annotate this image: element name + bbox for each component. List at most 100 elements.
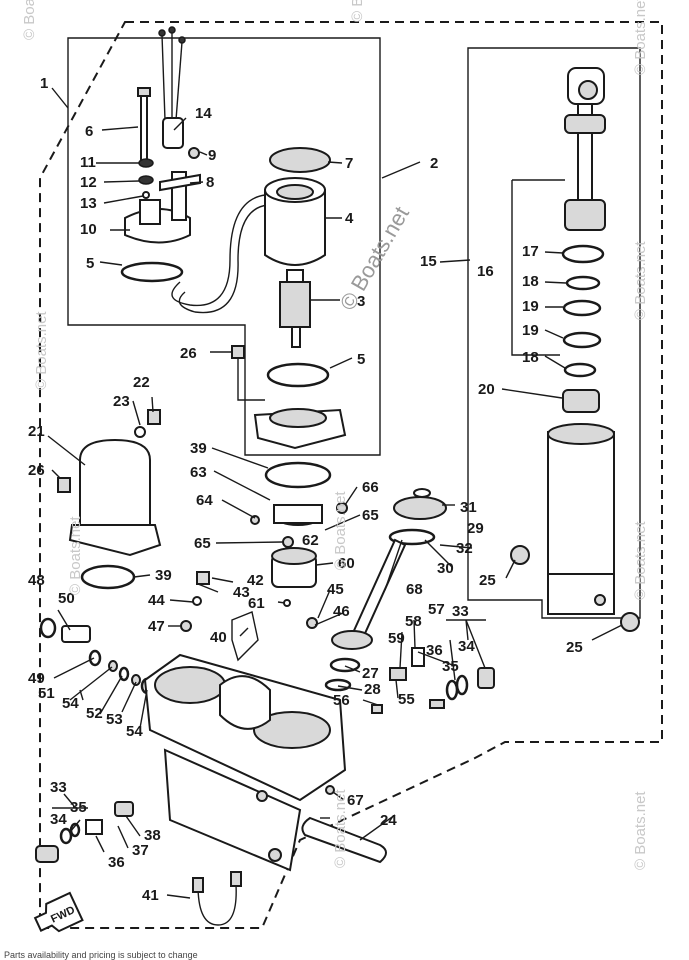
callout-39-left: 39 [155,567,172,584]
callout-20: 20 [478,381,495,398]
callout-16: 16 [477,263,494,280]
callout-40: 40 [210,629,227,646]
callout-41: 41 [142,887,159,904]
callout-4: 4 [345,210,354,227]
callout-54-left: 54 [62,695,79,712]
tilt-hose [192,871,242,926]
end-cap [269,147,331,173]
check-valve-holder [231,611,259,662]
watermark-copyright-4: © Boats.net [33,311,50,390]
o-ring-reservoir [80,564,136,590]
callout-22: 22 [133,374,150,391]
callout-23: 23 [113,393,130,410]
callout-27: 27 [362,665,379,682]
callout-63: 63 [190,464,207,481]
callout-13: 13 [80,195,97,212]
washers-small [138,158,154,199]
callout-numbers: 1 6 14 9 11 12 8 13 10 5 7 2 4 3 5 26 15… [28,75,583,904]
watermark-copyright-2: © Boats.net [349,0,366,22]
callout-31: 31 [460,499,477,516]
callout-50: 50 [58,590,75,607]
callout-2: 2 [430,155,438,172]
callout-19-b: 19 [522,322,539,339]
footer-note: Parts availability and pricing is subjec… [4,950,198,960]
callout-10: 10 [80,221,97,238]
manual-valve-shaft [324,538,407,692]
callout-64: 64 [196,492,213,509]
cylinder-group-outline [467,47,641,619]
callout-17: 17 [522,243,539,260]
callout-56: 56 [333,692,350,709]
callout-68: 68 [406,581,423,598]
pump-body [271,547,317,588]
callout-47: 47 [148,618,165,635]
left-valve-train [39,617,154,695]
callout-33-right: 33 [452,603,469,620]
callout-43: 43 [233,584,250,601]
callout-66: 66 [362,479,379,496]
callout-9: 9 [208,147,216,164]
callout-48: 48 [28,572,45,589]
callout-42: 42 [247,572,264,589]
motor-group-outline [67,37,381,456]
callout-1: 1 [40,75,48,92]
callout-5-upper: 5 [86,255,94,272]
o-ring-upper [120,261,184,283]
through-bolt [137,87,151,163]
cylinder-cap [562,389,600,413]
callout-65-right: 65 [362,507,379,524]
watermark-copyright-10: © Boats.net [632,791,649,870]
leader-lines [47,87,623,899]
callout-44: 44 [148,592,165,609]
tilt-rod [564,67,606,231]
callout-38: 38 [144,827,161,844]
lower-valve-train [35,801,134,863]
callout-53: 53 [106,711,123,728]
tilt-cylinder [547,423,615,615]
callout-24: 24 [380,812,397,829]
watermark-copyright-6: © Boats.net [332,491,349,570]
o-ring-lower [266,362,330,388]
callout-51: 51 [38,685,55,702]
callout-26-left: 26 [28,462,45,479]
callout-55: 55 [398,691,415,708]
watermark-copyright-9: © Boats.net [332,789,349,868]
callout-19-a: 19 [522,298,539,315]
callout-58: 58 [405,613,422,630]
callout-35-right: 35 [442,658,459,675]
fwd-arrow-icon: FWD [33,891,84,933]
motor-lead-wires [158,26,186,121]
callout-60: 60 [338,555,355,572]
callout-28: 28 [364,681,381,698]
callout-59: 59 [388,630,405,647]
armature [279,269,311,348]
callout-14: 14 [195,105,212,122]
callout-21: 21 [28,423,45,440]
callout-62: 62 [302,532,319,549]
callout-36-right: 36 [426,642,443,659]
callout-57: 57 [428,601,445,618]
callout-3: 3 [357,293,365,310]
callout-26-top: 26 [180,345,197,362]
callout-34-left: 34 [50,811,67,828]
callout-54-right: 54 [126,723,143,740]
wire-grommet [162,117,184,149]
callout-46: 46 [333,603,350,620]
pump-housing [143,653,347,872]
callout-33-left: 33 [50,779,67,796]
manual-valve-cap [388,488,447,546]
brush-holder [124,171,201,244]
callout-35-left: 35 [70,799,87,816]
callout-49: 49 [28,670,45,687]
callout-36-left: 36 [108,854,125,871]
motor-cable [171,194,269,314]
callout-25-right: 25 [566,639,583,656]
bushings [510,545,640,632]
reservoir-plug [57,409,161,493]
callout-18-b: 18 [522,349,539,366]
o-ring-pump [264,461,332,489]
watermark-copyright-5: © Boats.net [632,241,649,320]
callout-5-lower: 5 [357,351,365,368]
callout-18-a: 18 [522,273,539,290]
